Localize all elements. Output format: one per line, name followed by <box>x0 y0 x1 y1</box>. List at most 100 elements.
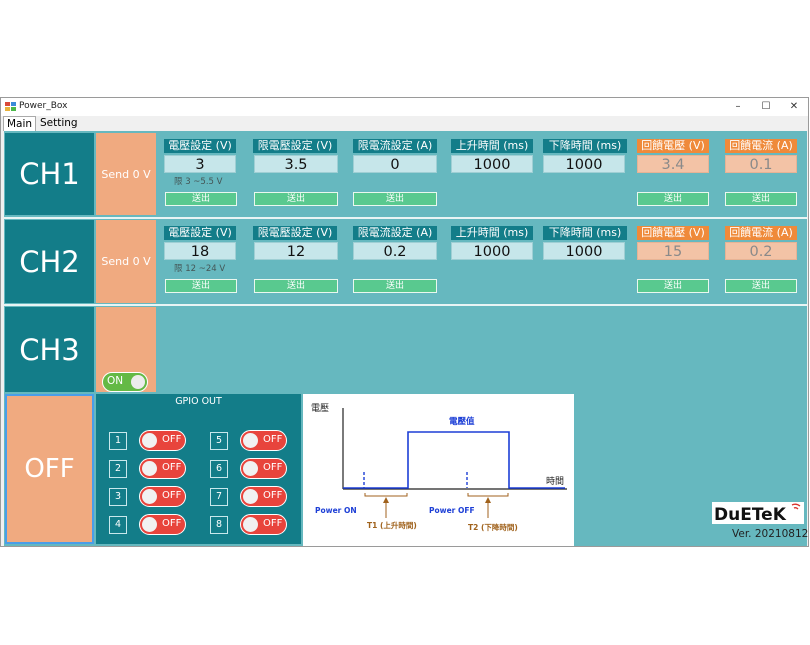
window-title: Power_Box <box>19 101 68 111</box>
gpio-8-toggle[interactable]: OFF <box>240 514 287 535</box>
gpio-number-4: 4 <box>109 516 127 534</box>
gpio-3-toggle[interactable]: OFF <box>139 486 186 507</box>
timing-diagram: 電壓 時間 電壓值 Power ON Power OFF T1 (上升時間) T… <box>303 394 574 546</box>
ch2-feedback-voltage-value: 15 <box>637 242 709 260</box>
gpio-6-state: OFF <box>263 462 283 473</box>
gpio-2-state: OFF <box>162 462 182 473</box>
t1-label: T1 (上升時間) <box>367 520 417 530</box>
gpio-5-toggle[interactable]: OFF <box>240 430 287 451</box>
ch1-label: CH1 <box>5 133 94 215</box>
title-bar: Power_Box – ☐ ✕ <box>1 98 808 116</box>
ch1-limit-current-send-button[interactable]: 送出 <box>353 192 437 206</box>
gpio-title: GPIO OUT <box>175 396 222 407</box>
ch2-limit-current-label: 限電流設定 (A) <box>353 226 437 240</box>
ch2-feedback-current-value: 0.2 <box>725 242 797 260</box>
ch2-limit-current-send-button[interactable]: 送出 <box>353 279 437 293</box>
ch1-limit-voltage-input[interactable]: 3.5 <box>254 155 338 173</box>
toggle-knob <box>131 375 145 389</box>
gpio-1-toggle[interactable]: OFF <box>139 430 186 451</box>
ch3-toggle-label: ON <box>107 375 124 387</box>
voltage-value-label: 電壓值 <box>449 416 475 427</box>
power-off-label: Power OFF <box>429 506 475 515</box>
main-panel: CH1 Send 0 V 電壓設定 (V) 3 限 3 ~5.5 V 送出 限電… <box>4 131 809 546</box>
ch2-voltage-input[interactable]: 18 <box>164 242 236 260</box>
gpio-4-toggle[interactable]: OFF <box>139 514 186 535</box>
ch2-voltage-label: 電壓設定 (V) <box>164 226 236 240</box>
gpio-number-5: 5 <box>210 432 228 450</box>
ch2-send-zero-button[interactable]: Send 0 V <box>96 220 156 303</box>
ch1-feedback-current-label: 回饋電流 (A) <box>725 139 797 153</box>
ch2-fall-time-label: 下降時間 (ms) <box>543 226 627 240</box>
maximize-button[interactable]: ☐ <box>761 101 771 112</box>
ch2-voltage-send-button[interactable]: 送出 <box>165 279 237 293</box>
gpio-6-toggle[interactable]: OFF <box>240 458 287 479</box>
diagram-x-label: 時間 <box>546 476 564 487</box>
gpio-number-6: 6 <box>210 460 228 478</box>
app-icon <box>5 102 16 111</box>
gpio-number-7: 7 <box>210 488 228 506</box>
app-window: Power_Box – ☐ ✕ Main Setting CH1 Send 0 … <box>0 97 809 547</box>
all-off-button[interactable]: OFF <box>5 394 94 544</box>
t2-bracket <box>467 493 509 497</box>
ch1-feedback-voltage-send-button[interactable]: 送出 <box>637 192 709 206</box>
ch2-limit-voltage-send-button[interactable]: 送出 <box>254 279 338 293</box>
ch2-feedback-voltage-send-button[interactable]: 送出 <box>637 279 709 293</box>
ch1-limit-voltage-send-button[interactable]: 送出 <box>254 192 338 206</box>
gpio-1-state: OFF <box>162 434 182 445</box>
gpio-2-toggle[interactable]: OFF <box>139 458 186 479</box>
gpio-7-toggle[interactable]: OFF <box>240 486 287 507</box>
ch1-limit-current-input[interactable]: 0 <box>353 155 437 173</box>
t1-bracket <box>364 493 408 497</box>
gpio-number-1: 1 <box>109 432 127 450</box>
toggle-knob <box>243 461 258 476</box>
ch1-feedback-current-value: 0.1 <box>725 155 797 173</box>
ch1-fall-time-input[interactable]: 1000 <box>543 155 625 173</box>
ch2-limit-current-input[interactable]: 0.2 <box>353 242 437 260</box>
divider <box>4 217 807 219</box>
ch1-fall-time-label: 下降時間 (ms) <box>543 139 627 153</box>
toggle-knob <box>142 517 157 532</box>
ch2-rise-time-label: 上升時間 (ms) <box>451 226 533 240</box>
ch2-feedback-voltage-label: 回饋電壓 (V) <box>637 226 709 240</box>
gpio-number-2: 2 <box>109 460 127 478</box>
ch1-voltage-input[interactable]: 3 <box>164 155 236 173</box>
ch3-label: CH3 <box>5 307 94 392</box>
ch2-rise-time-input[interactable]: 1000 <box>451 242 533 260</box>
tab-setting[interactable]: Setting <box>40 117 78 129</box>
ch1-rise-time-input[interactable]: 1000 <box>451 155 533 173</box>
ch1-voltage-send-button[interactable]: 送出 <box>165 192 237 206</box>
toggle-knob <box>243 517 258 532</box>
ch1-feedback-voltage-value: 3.4 <box>637 155 709 173</box>
ch1-voltage-label: 電壓設定 (V) <box>164 139 236 153</box>
tab-main[interactable]: Main <box>3 116 37 131</box>
version-label: Ver. 20210812 <box>732 528 809 540</box>
gpio-5-state: OFF <box>263 434 283 445</box>
ch1-rise-time-label: 上升時間 (ms) <box>451 139 533 153</box>
divider <box>4 304 807 306</box>
ch2-feedback-current-send-button[interactable]: 送出 <box>725 279 797 293</box>
minimize-button[interactable]: – <box>735 101 741 112</box>
ch2-limit-voltage-label: 限電壓設定 (V) <box>253 226 337 240</box>
ch1-feedback-current-send-button[interactable]: 送出 <box>725 192 797 206</box>
duetek-logo: DuETeK <box>712 502 804 524</box>
gpio-number-3: 3 <box>109 488 127 506</box>
timing-diagram-svg: 電壓 時間 電壓值 Power ON Power OFF T1 (上升時間) T… <box>311 403 567 532</box>
ch2-limit-voltage-input[interactable]: 12 <box>254 242 338 260</box>
toggle-knob <box>142 433 157 448</box>
toggle-knob <box>142 489 157 504</box>
gpio-8-state: OFF <box>263 518 283 529</box>
toggle-knob <box>243 489 258 504</box>
ch2-fall-time-input[interactable]: 1000 <box>543 242 625 260</box>
power-on-label: Power ON <box>315 506 357 515</box>
ch1-voltage-range: 限 3 ~5.5 V <box>174 177 223 187</box>
ch1-send-zero-button[interactable]: Send 0 V <box>96 133 156 215</box>
ch3-toggle-switch[interactable]: ON <box>102 372 148 392</box>
close-button[interactable]: ✕ <box>789 101 799 112</box>
toggle-knob <box>243 433 258 448</box>
gpio-panel: GPIO OUT 1 OFF 2 OFF 3 OFF 4 OFF 5 OFF 6… <box>96 394 301 544</box>
gpio-number-8: 8 <box>210 516 228 534</box>
ch1-limit-current-label: 限電流設定 (A) <box>353 139 437 153</box>
voltage-waveform <box>343 431 565 489</box>
t2-label: T2 (下降時間) <box>468 522 518 532</box>
gpio-3-state: OFF <box>162 490 182 501</box>
